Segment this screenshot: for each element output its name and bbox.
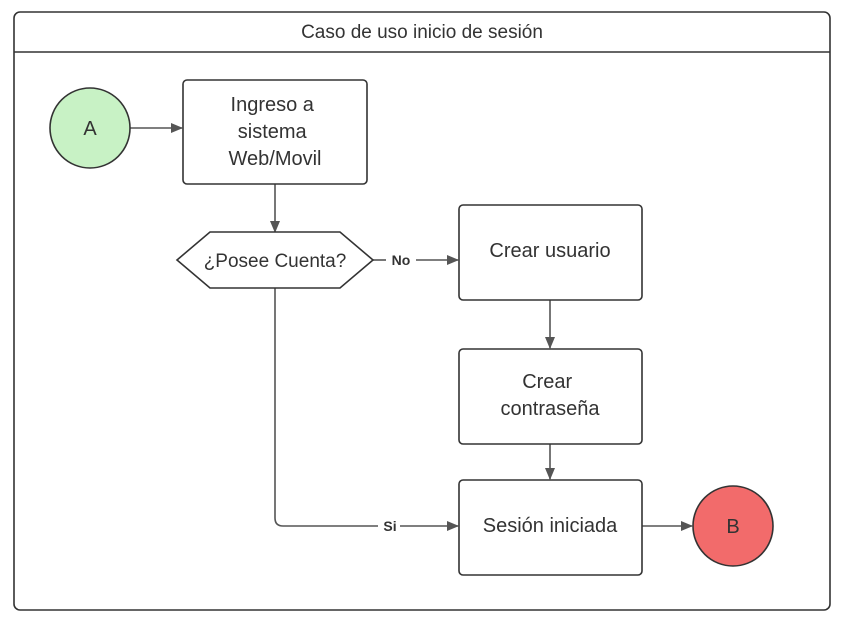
crear-usuario-label: Crear usuario (489, 240, 610, 262)
contrasena-line-1: Crear (522, 371, 572, 393)
crear-contrasena-label: Crear contraseña (501, 371, 601, 420)
ingreso-line-2: sistema (238, 121, 308, 143)
process-ingreso-label: Ingreso a sistema Web/Movil (229, 94, 322, 170)
edge-label-no: No (392, 252, 411, 268)
ingreso-line-1: Ingreso a (231, 94, 315, 116)
process-crear-usuario (458, 204, 643, 301)
process-ingreso-sistema (182, 79, 368, 185)
start-connector-label: A (83, 118, 97, 140)
edge-label-si: Si (383, 518, 396, 534)
process-crear-contrasena (458, 348, 643, 445)
edge-decision-si-part1 (274, 288, 378, 527)
end-connector-label: B (726, 516, 739, 538)
start-connector-a (49, 87, 131, 169)
diagram-title: Caso de uso inicio de sesión (301, 22, 543, 43)
end-connector-b (692, 485, 774, 567)
ingreso-line-3: Web/Movil (229, 148, 322, 170)
decision-label: ¿Posee Cuenta? (204, 251, 347, 272)
decision-posee-cuenta (175, 231, 375, 289)
contrasena-line-2: contraseña (501, 398, 601, 420)
sesion-iniciada-label: Sesión iniciada (483, 515, 618, 537)
process-sesion-iniciada (458, 479, 643, 576)
